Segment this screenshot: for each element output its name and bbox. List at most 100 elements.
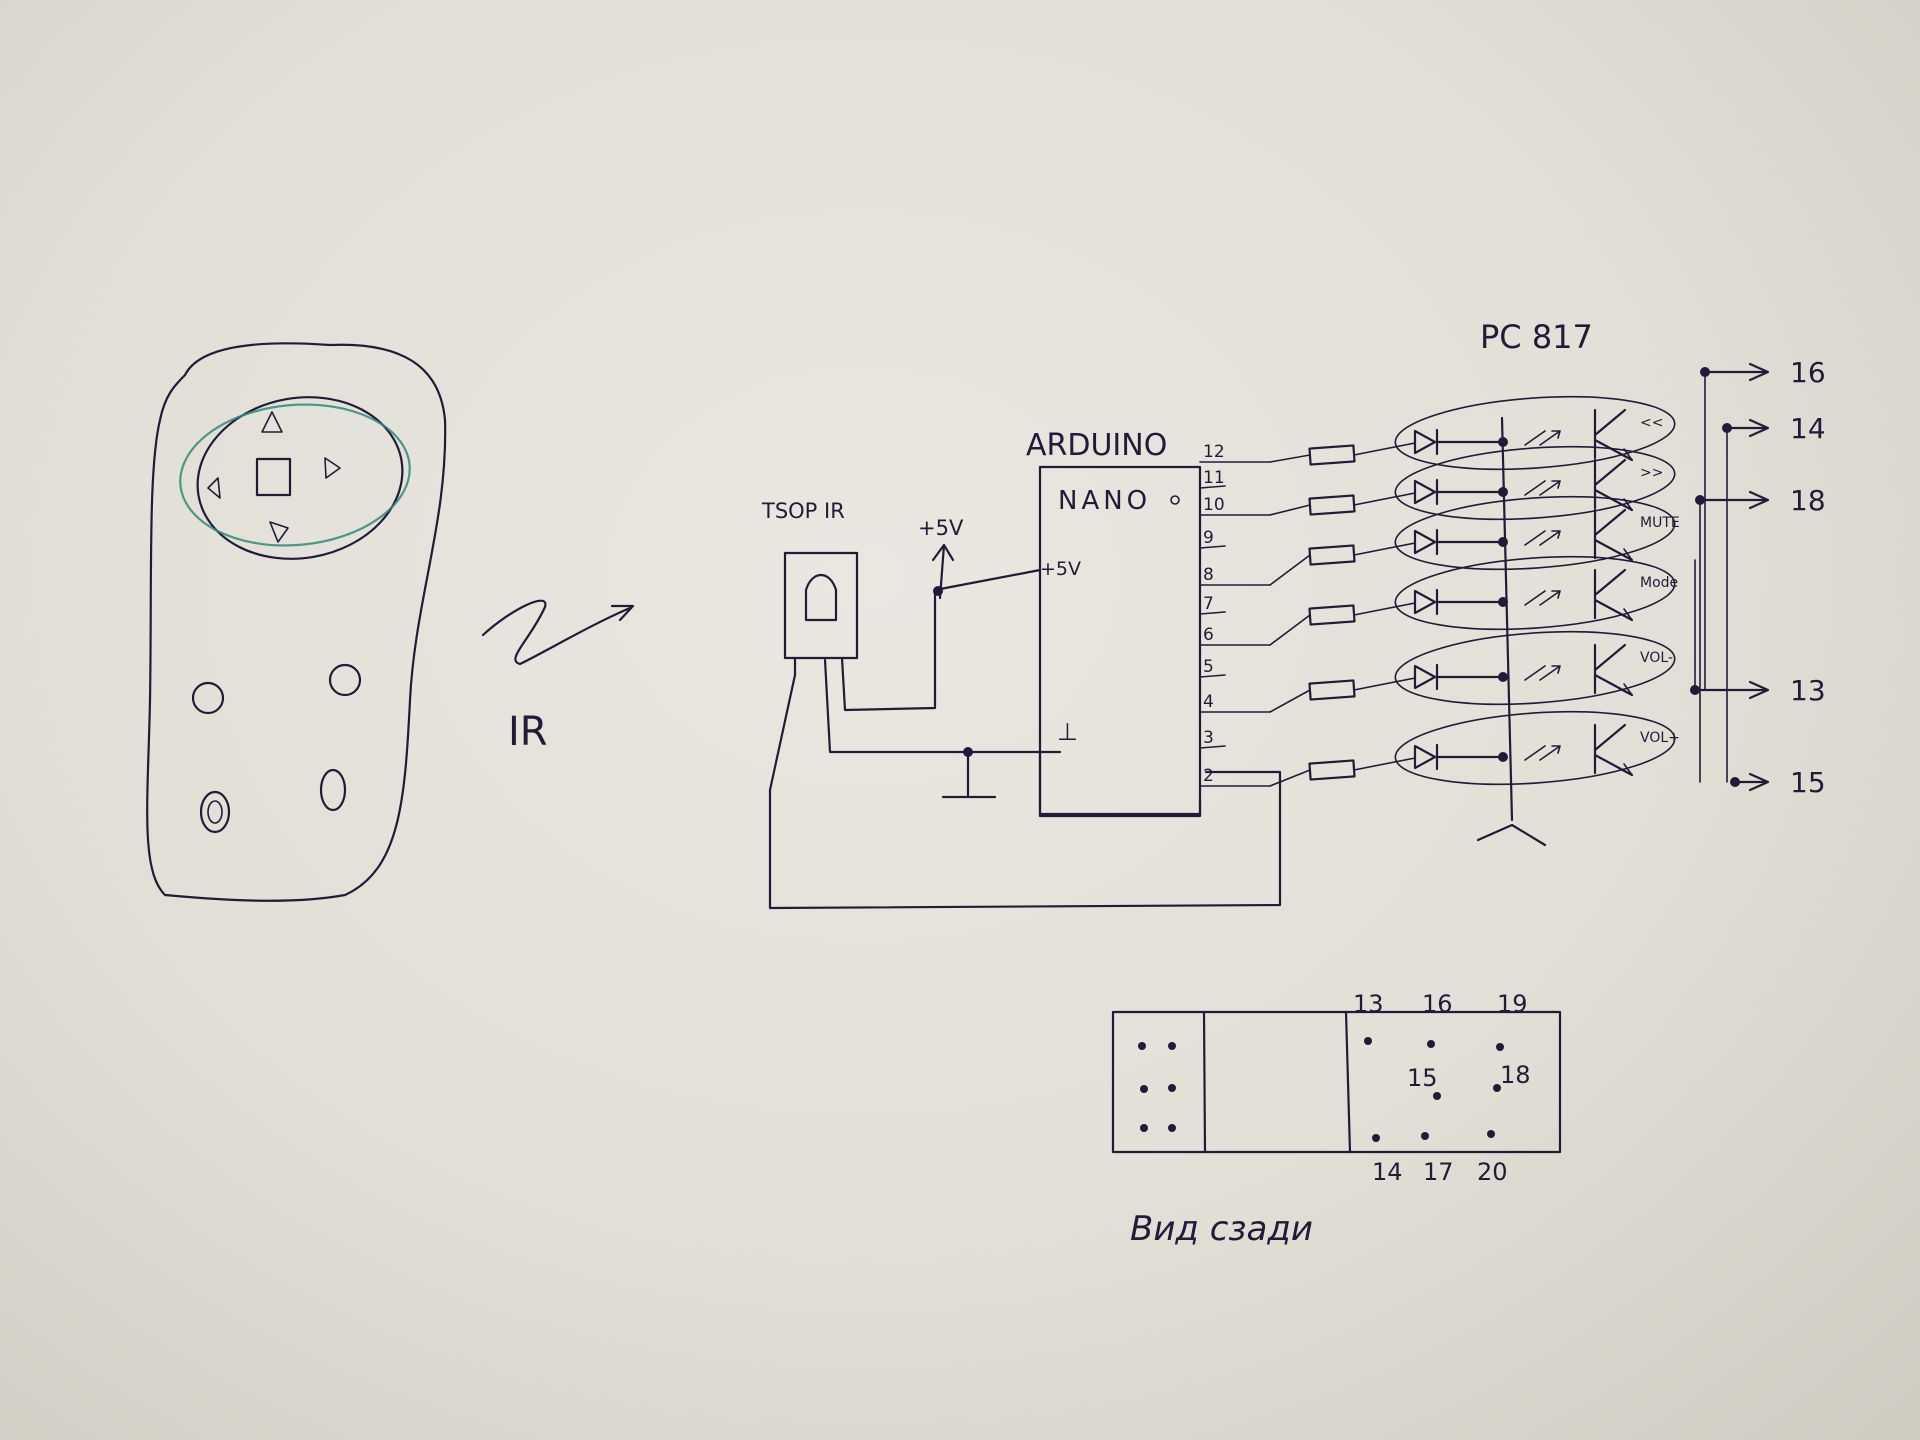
down-arrow-icon <box>269 521 289 543</box>
emitter-arrow-icon <box>1621 683 1633 696</box>
light-arrows-icon <box>1524 745 1561 761</box>
remote-button-4 <box>319 768 347 812</box>
arduino-pin-label: 3 <box>1203 728 1214 748</box>
pc817-label: PC 817 <box>1480 318 1593 356</box>
led-diode-icon <box>1413 429 1437 455</box>
led-cathode <box>1435 663 1502 691</box>
resistor-wire <box>1353 542 1416 556</box>
input-wire <box>1269 504 1311 516</box>
ir-label: IR <box>508 709 548 755</box>
ground-symbol-icon <box>941 750 997 799</box>
ir-signal-arrow <box>481 599 632 666</box>
arduino-label: ARDUINO <box>1026 428 1167 463</box>
remote-body <box>146 342 447 902</box>
arduino-5v-pin-label: +5V <box>1040 558 1081 580</box>
remote-button-1 <box>191 681 225 715</box>
connector-pin <box>1427 1040 1435 1048</box>
connector-pin <box>1487 1130 1495 1138</box>
light-arrows-icon <box>1524 480 1561 496</box>
arduino-loop-wire <box>1038 750 1202 818</box>
input-wire <box>1269 554 1311 586</box>
connector-pin <box>1140 1085 1148 1093</box>
pc817-package-outline <box>1394 555 1676 631</box>
connector-pin <box>1372 1134 1380 1142</box>
plus5v-junction <box>933 586 943 596</box>
connector-label-20: 20 <box>1477 1158 1508 1186</box>
light-arrows-icon <box>1524 590 1561 606</box>
emitter-arrow-icon <box>1621 608 1633 621</box>
connector-pin <box>1493 1084 1501 1092</box>
output-pin-label: 13 <box>1790 674 1826 707</box>
connector-label-14: 14 <box>1372 1158 1403 1186</box>
bus-junction <box>1498 487 1508 497</box>
led-cathode <box>1435 428 1502 456</box>
center-button-icon <box>255 457 292 497</box>
arduino-pin-label: 2 <box>1203 766 1214 786</box>
connector-divider-1 <box>1202 1010 1207 1154</box>
optocoupler-common-bus <box>1476 416 1547 847</box>
channel-button-label: << <box>1640 415 1663 431</box>
pc817-package-outline <box>1394 495 1676 571</box>
led-diode-icon <box>1413 744 1437 770</box>
bus-junction <box>1498 672 1508 682</box>
connector-divider-2 <box>1344 1010 1352 1154</box>
connector-left-pins <box>1138 1042 1176 1132</box>
output-line: 13 <box>1690 674 1826 707</box>
connector-pin <box>1364 1037 1372 1045</box>
resistor-wire <box>1353 602 1416 616</box>
pc817-channel: << <box>1269 395 1676 471</box>
arduino-pin-label: 5 <box>1203 657 1214 677</box>
resistor-wire <box>1353 492 1416 506</box>
resistor <box>1308 494 1356 516</box>
connector-pin <box>1421 1132 1429 1140</box>
output-line: 14 <box>1722 412 1826 445</box>
remote-control <box>146 342 447 902</box>
arduino-pin1-marker <box>1170 495 1180 505</box>
output-arrow-icon <box>1748 772 1770 792</box>
led-diode-icon <box>1413 529 1437 555</box>
arduino-pin-wire <box>1199 545 1226 549</box>
resistor-wire <box>1353 757 1416 771</box>
connector-label-16: 16 <box>1422 990 1453 1018</box>
connector-label-15: 15 <box>1407 1064 1438 1092</box>
bus-junction <box>1498 597 1508 607</box>
remote-button-3-inner <box>207 800 223 824</box>
connector-label-18: 18 <box>1500 1061 1531 1089</box>
led-diode-icon <box>1413 664 1437 690</box>
led-diode-icon <box>1413 479 1437 505</box>
left-arrow-icon <box>207 477 221 499</box>
plus5v-supply-label: +5V <box>918 516 964 540</box>
arduino-nano-board <box>1038 465 1202 816</box>
connector-pin <box>1168 1124 1176 1132</box>
emitter-arrow-icon <box>1621 498 1633 511</box>
emitter-arrow-icon <box>1621 548 1633 561</box>
pc817-package-outline <box>1394 630 1676 706</box>
led-cathode <box>1435 528 1502 556</box>
up-arrow-icon <box>261 411 283 433</box>
input-wire <box>1269 454 1311 463</box>
output-arrow-icon <box>1748 680 1770 700</box>
light-arrows-icon <box>1524 430 1561 446</box>
ir-arrowhead-icon <box>610 604 635 622</box>
rear-view-caption: Вид сзади <box>1130 1209 1313 1249</box>
connector-pin <box>1433 1092 1441 1100</box>
connector-label-17: 17 <box>1423 1158 1454 1186</box>
arduino-pin-label: 12 <box>1203 442 1225 462</box>
bus-junction <box>1498 752 1508 762</box>
remote-dpad-ring <box>196 396 404 560</box>
arduino-pin-wire <box>1199 745 1226 749</box>
connector-pin <box>1168 1042 1176 1050</box>
arduino-pin-wire <box>1199 611 1226 615</box>
output-pin-label: 18 <box>1790 484 1826 517</box>
connector-outline <box>1111 1010 1562 1154</box>
input-wire <box>1269 614 1311 646</box>
bus-junction <box>1498 437 1508 447</box>
resistor <box>1308 544 1356 566</box>
pc817-package-outline <box>1394 395 1676 471</box>
bus-junction <box>1498 537 1508 547</box>
channel-button-label: MUTE <box>1640 515 1680 531</box>
arduino-pin-label: 9 <box>1203 528 1214 548</box>
